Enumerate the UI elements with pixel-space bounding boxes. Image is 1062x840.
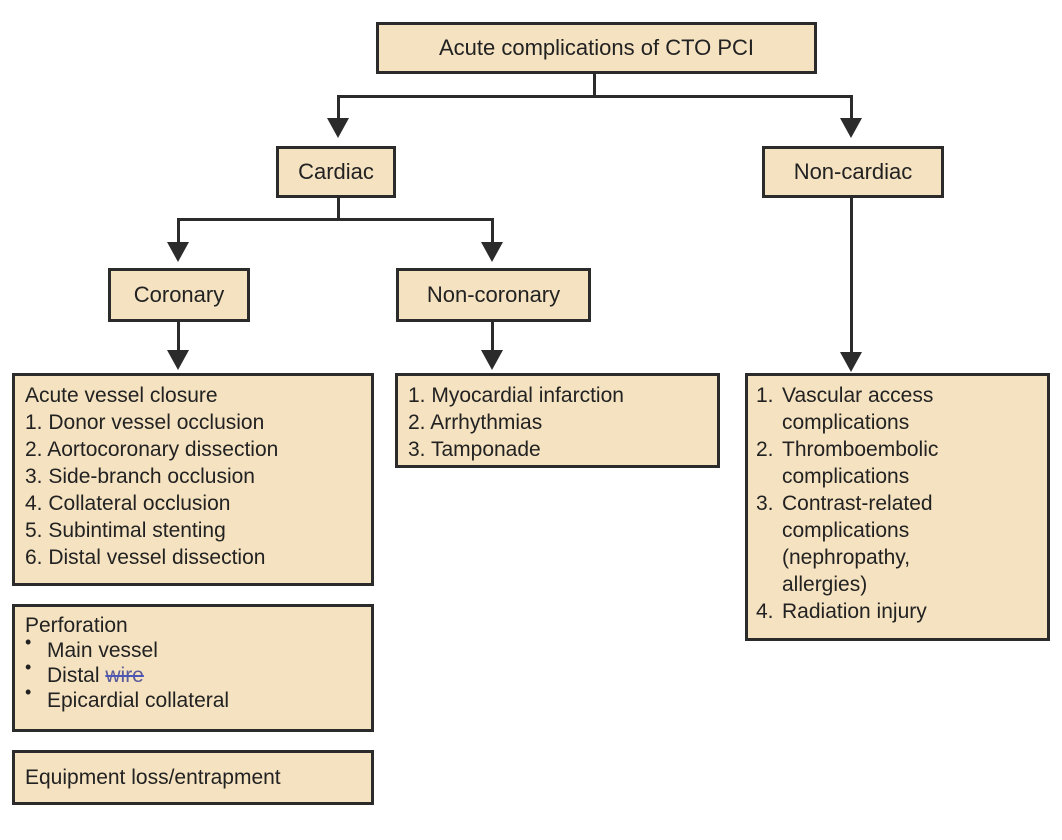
list-text: Thromboembolic	[782, 438, 939, 461]
list-text: complications	[782, 411, 910, 434]
connector-non-cardiac-down	[850, 196, 853, 354]
list-number: 2.	[756, 438, 774, 461]
list-item: 3. Contrast-related complications (nephr…	[756, 490, 1037, 598]
list-item: Distal	[47, 664, 100, 687]
connector-non-coronary-down	[491, 320, 494, 352]
list-item: 3. Tamponade	[408, 438, 541, 461]
arrow-to-non-cardiac	[840, 118, 862, 138]
non-cardiac-label: Non-cardiac	[793, 159, 913, 184]
non-coronary-list-box: 1. Myocardial infarction 2. Arrhythmias …	[395, 373, 720, 468]
root-label: Acute complications of CTO PCI	[438, 35, 755, 60]
equipment-box: Equipment loss/entrapment	[12, 750, 374, 805]
bullet-icon: •	[25, 657, 32, 677]
perforation-box: Perforation • Main vessel • Distal wire …	[12, 604, 374, 732]
list-item: 1. Vascular access complications	[756, 382, 1037, 436]
list-item: 1. Myocardial infarction	[408, 384, 624, 407]
list-item: 4. Radiation injury	[756, 598, 1037, 625]
list-text: Vascular access	[782, 384, 934, 407]
list-item: 6. Distal vessel dissection	[25, 546, 266, 569]
list-text: Radiation injury	[782, 600, 927, 623]
non-cardiac-node: Non-cardiac	[762, 146, 944, 198]
cardiac-label: Cardiac	[298, 159, 374, 184]
bullet-icon: •	[25, 632, 32, 652]
coronary-node: Coronary	[108, 268, 250, 322]
connector-to-non-coronary	[491, 218, 494, 244]
arrow-to-non-cardiac-list	[840, 352, 862, 372]
list-number: 4.	[756, 600, 774, 623]
arrow-to-acute-closure	[167, 350, 189, 370]
cardiac-node: Cardiac	[276, 146, 396, 198]
list-number: 1.	[756, 384, 774, 407]
list-text: complications	[782, 465, 910, 488]
non-cardiac-list-box: 1. Vascular access complications 2. Thro…	[745, 373, 1050, 641]
arrow-to-non-coronary	[481, 242, 503, 262]
list-item: 2. Aortocoronary dissection	[25, 438, 279, 461]
root-node: Acute complications of CTO PCI	[376, 22, 817, 74]
bullet-icon: •	[25, 682, 32, 702]
list-text: (nephropathy,	[782, 546, 911, 569]
acute-vessel-closure-box: Acute vessel closure 1. Donor vessel occ…	[12, 373, 374, 586]
list-item: 1. Donor vessel occlusion	[25, 411, 265, 434]
connector-cardiac-horizontal	[177, 218, 494, 221]
list-item: 2. Arrhythmias	[408, 411, 543, 434]
arrow-to-non-coronary-list	[481, 350, 503, 370]
connector-to-cardiac	[337, 95, 340, 120]
coronary-label: Coronary	[133, 282, 225, 307]
connector-cardiac-down	[337, 196, 340, 220]
list-text: Contrast-related	[782, 492, 933, 515]
perforation-heading: Perforation	[25, 614, 128, 637]
connector-coronary-down	[177, 320, 180, 352]
list-item: Epicardial collateral	[47, 689, 230, 712]
list-number: 3.	[756, 492, 774, 515]
list-item: 2. Thromboembolic complications	[756, 436, 1037, 490]
connector-to-coronary	[177, 218, 180, 244]
equipment-label: Equipment loss/entrapment	[25, 766, 281, 789]
list-text: complications	[782, 519, 910, 542]
list-item: 5. Subintimal stenting	[25, 519, 226, 542]
connector-to-non-cardiac	[850, 95, 853, 120]
list-item: 3. Side-branch occlusion	[25, 465, 255, 488]
list-text: allergies)	[782, 573, 868, 596]
arrow-to-cardiac	[327, 118, 349, 138]
non-coronary-label: Non-coronary	[426, 282, 561, 307]
connector-root-horizontal	[337, 95, 852, 98]
struck-word: wire	[105, 664, 144, 687]
list-item: Main vessel	[47, 639, 158, 662]
connector-root-down	[593, 72, 596, 96]
acute-vessel-closure-heading: Acute vessel closure	[25, 384, 218, 407]
non-coronary-node: Non-coronary	[396, 268, 591, 322]
list-item: 4. Collateral occlusion	[25, 492, 231, 515]
arrow-to-coronary	[167, 242, 189, 262]
